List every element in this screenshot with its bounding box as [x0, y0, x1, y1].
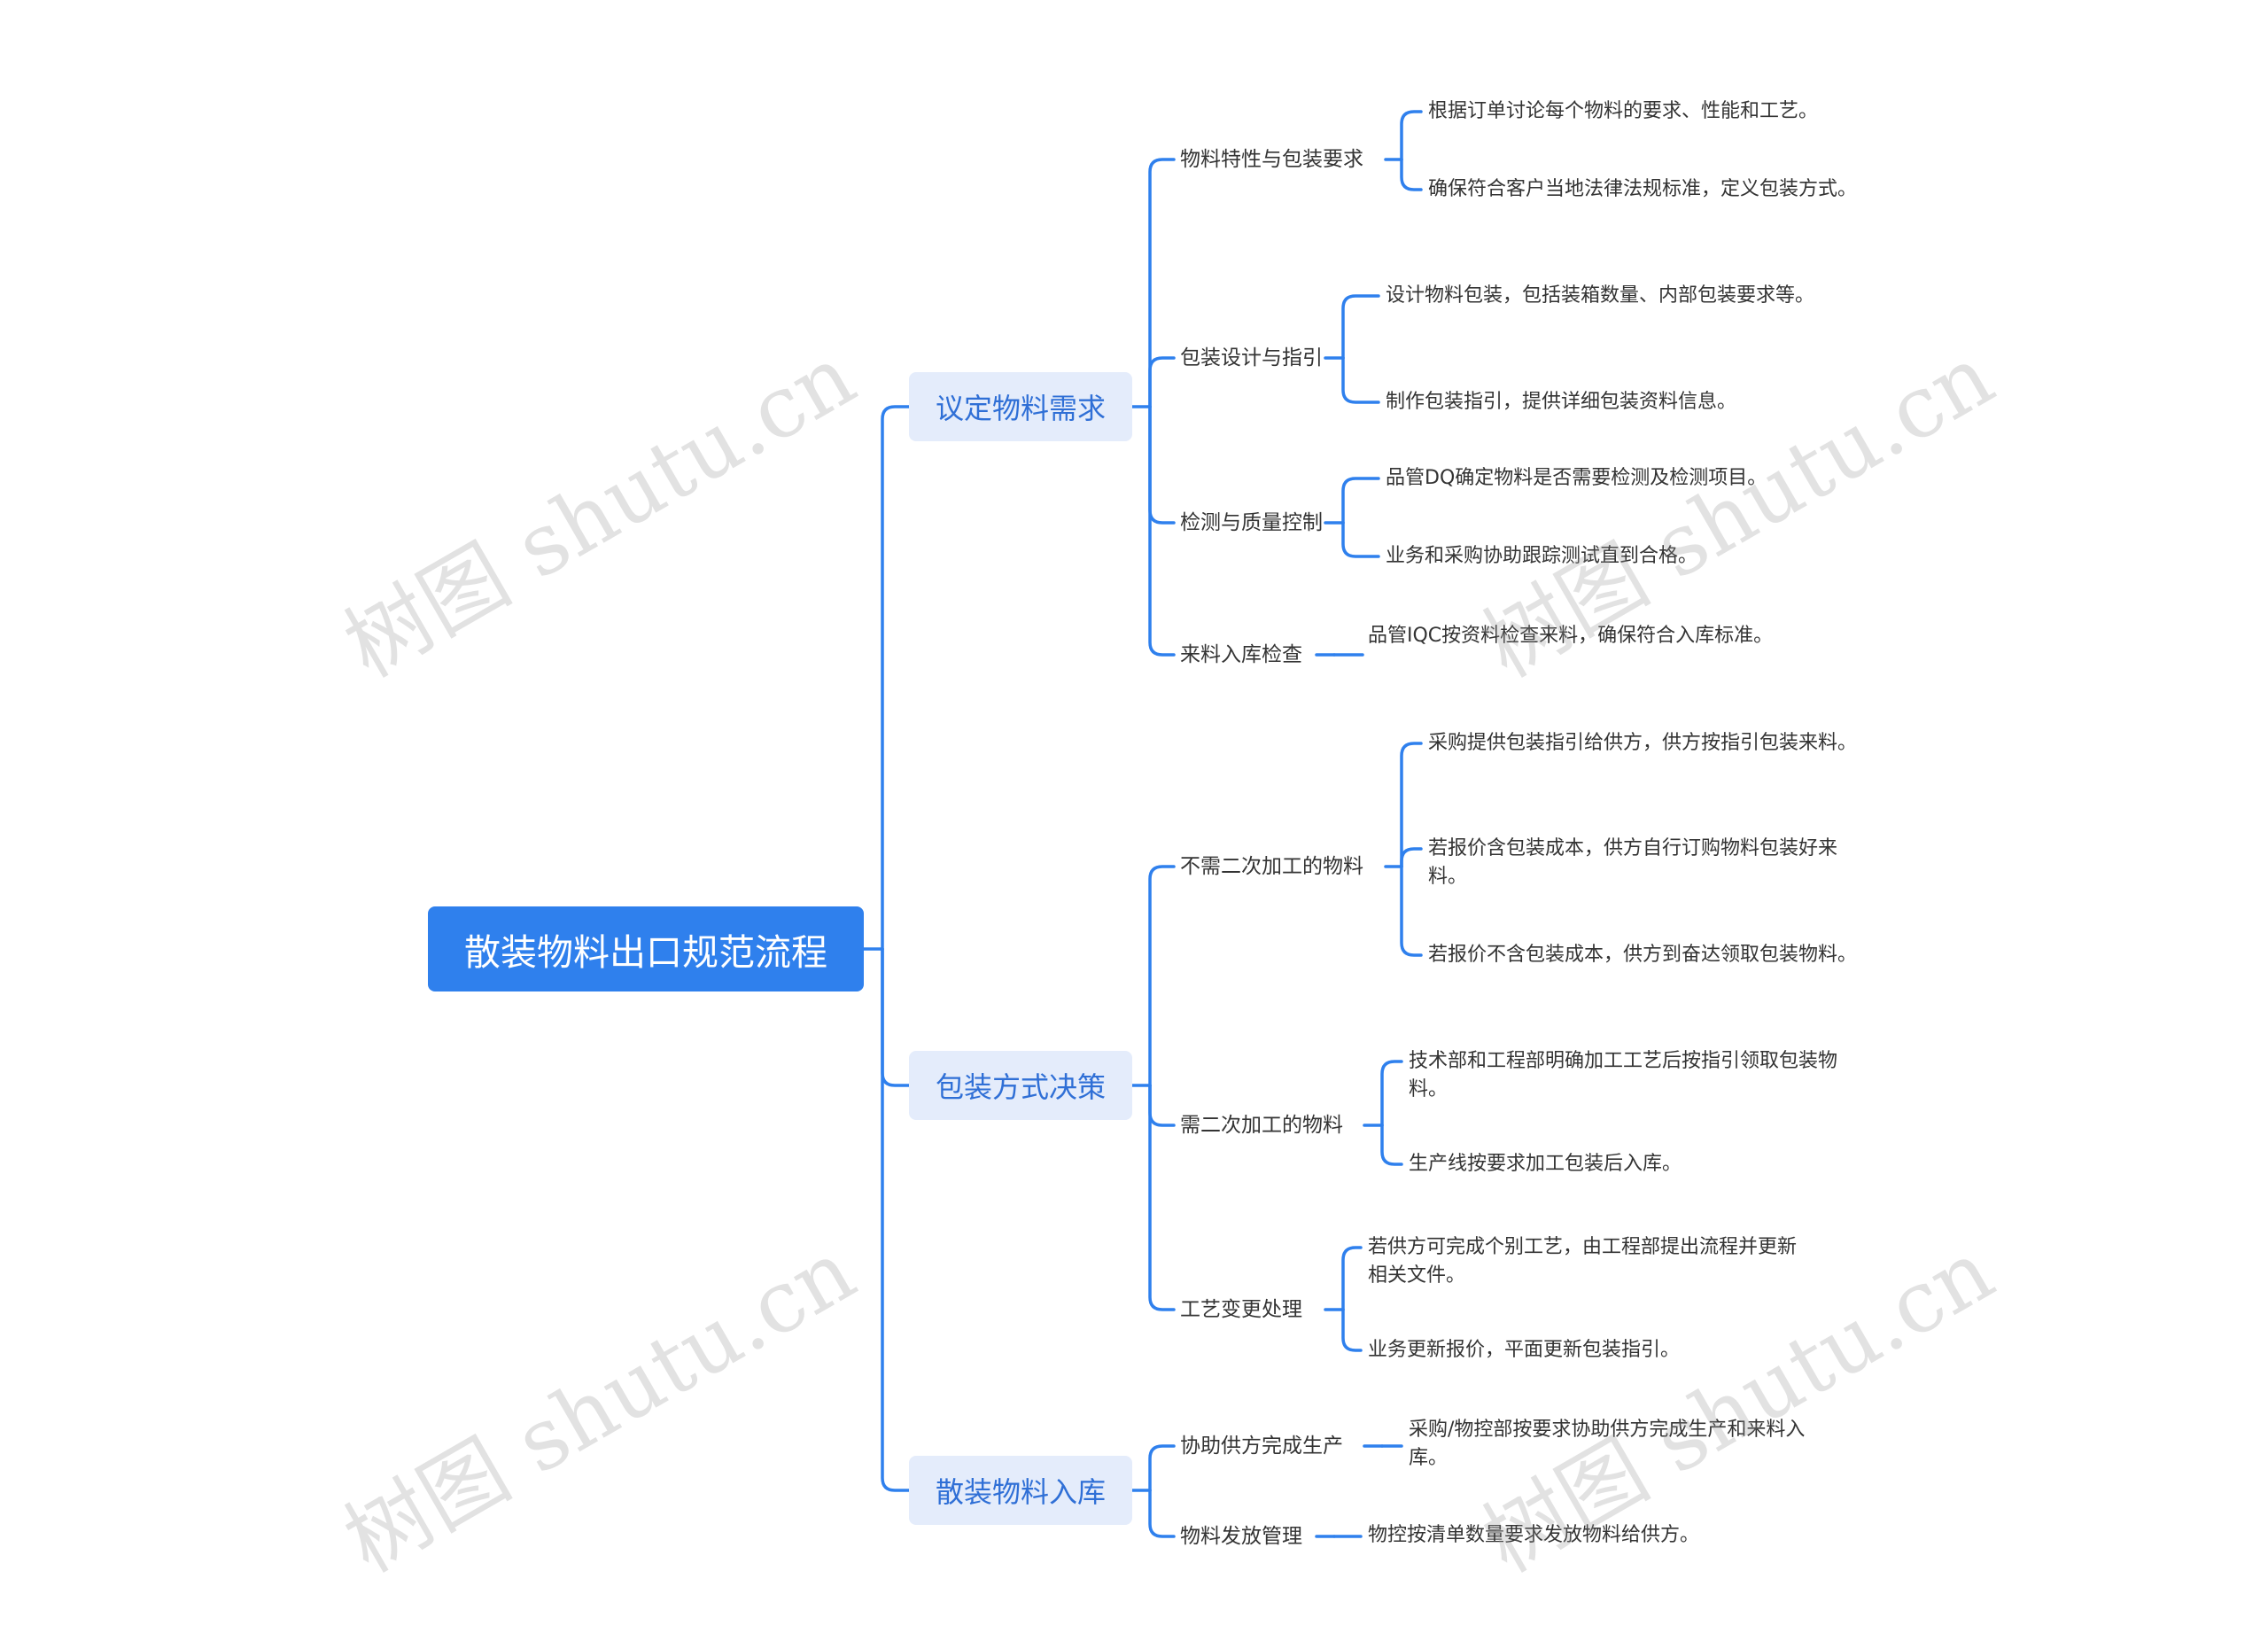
leaf-node: 若报价含包装成本，供方自行订购物料包装好来料。	[1428, 835, 1862, 891]
connector	[1148, 1084, 1176, 1311]
leaf-node: 制作包装指引，提供详细包装资料信息。	[1386, 388, 1829, 416]
leaf-label: 若供方可完成个别工艺，由工程部提出流程并更新相关文件。	[1368, 1236, 1798, 1287]
sub-label: 包装设计与指引	[1180, 346, 1323, 369]
leaf-node: 品管IQC按资料检查来料，确保符合入库标准。	[1368, 622, 1802, 650]
connector	[1148, 865, 1176, 1087]
sub-node[interactable]: 物料发放管理	[1180, 1523, 1302, 1550]
leaf-node: 确保符合客户当地法律法规标准，定义包装方式。	[1428, 175, 1862, 204]
connector	[1341, 521, 1380, 558]
leaf-label: 根据订单讨论每个物料的要求、性能和工艺。	[1428, 100, 1819, 122]
leaf-label: 生产线按要求加工包装后入库。	[1409, 1153, 1682, 1175]
sub-label: 物料发放管理	[1180, 1525, 1302, 1548]
connector	[1400, 865, 1423, 957]
sub-node[interactable]: 需二次加工的物料	[1180, 1112, 1343, 1139]
leaf-node: 根据订单讨论每个物料的要求、性能和工艺。	[1428, 97, 1871, 126]
leaf-label: 采购提供包装指引给供方，供方按指引包装来料。	[1428, 732, 1858, 754]
sub-node[interactable]: 协助供方完成生产	[1180, 1433, 1343, 1459]
branch-node[interactable]: 议定物料需求	[909, 372, 1132, 441]
leaf-label: 品管IQC按资料检查来料，确保符合入库标准。	[1368, 625, 1774, 647]
sub-node[interactable]: 来料入库检查	[1180, 642, 1302, 668]
sub-node[interactable]: 检测与质量控制	[1180, 509, 1323, 536]
leaf-node: 设计物料包装，包括装箱数量、内部包装要求等。	[1386, 282, 1820, 310]
sub-node[interactable]: 不需二次加工的物料	[1180, 853, 1363, 880]
connector	[1400, 158, 1423, 191]
leaf-node: 业务和采购协助跟踪测试直到合格。	[1386, 542, 1829, 571]
leaf-node: 物控按清单数量要求发放物料给供方。	[1368, 1521, 1811, 1550]
connector	[881, 947, 911, 1492]
sub-label: 检测与质量控制	[1180, 511, 1323, 534]
sub-label: 协助供方完成生产	[1180, 1435, 1343, 1458]
branch-node[interactable]: 散装物料入库	[909, 1456, 1132, 1525]
leaf-node: 品管DQ确定物料是否需要检测及检测项目。	[1386, 464, 1829, 493]
connector	[1148, 158, 1176, 408]
leaf-node: 采购/物控部按要求协助供方完成生产和来料入库。	[1409, 1416, 1843, 1473]
connector	[1148, 1084, 1176, 1127]
leaf-node: 若报价不含包装成本，供方到奋达领取包装物料。	[1428, 941, 1862, 969]
sub-label: 需二次加工的物料	[1180, 1114, 1343, 1137]
sub-label: 来料入库检查	[1180, 643, 1302, 666]
branch-label: 议定物料需求	[935, 392, 1106, 425]
connector	[1380, 1060, 1403, 1127]
connector	[881, 405, 911, 951]
leaf-node: 若供方可完成个别工艺，由工程部提出流程并更新相关文件。	[1368, 1233, 1802, 1290]
connector	[1148, 405, 1176, 657]
connector	[1380, 1124, 1403, 1166]
leaf-label: 确保符合客户当地法律法规标准，定义包装方式。	[1428, 178, 1858, 200]
root-node[interactable]: 散装物料出口规范流程	[428, 906, 864, 991]
branch-label: 散装物料入库	[935, 1475, 1106, 1509]
connector	[1148, 356, 1176, 408]
leaf-label: 业务和采购协助跟踪测试直到合格。	[1386, 545, 1698, 567]
leaf-label: 物控按清单数量要求发放物料给供方。	[1368, 1524, 1700, 1546]
leaf-label: 若报价含包装成本，供方自行订购物料包装好来料。	[1428, 837, 1838, 888]
connector	[1148, 1489, 1176, 1538]
sub-node[interactable]: 工艺变更处理	[1180, 1296, 1302, 1323]
sub-node[interactable]: 物料特性与包装要求	[1180, 146, 1363, 173]
sub-label: 物料特性与包装要求	[1180, 148, 1363, 171]
sub-label: 工艺变更处理	[1180, 1298, 1302, 1321]
root-label: 散装物料出口规范流程	[464, 931, 827, 974]
connector	[1341, 356, 1380, 404]
connector	[1148, 405, 1176, 525]
leaf-label: 制作包装指引，提供详细包装资料信息。	[1386, 391, 1737, 413]
sub-node[interactable]: 包装设计与指引	[1180, 345, 1323, 371]
leaf-label: 若报价不含包装成本，供方到奋达领取包装物料。	[1428, 944, 1858, 966]
leaf-label: 技术部和工程部明确加工工艺后按指引领取包装物料。	[1409, 1050, 1838, 1100]
branch-label: 包装方式决策	[935, 1070, 1106, 1104]
branch-node[interactable]: 包装方式决策	[909, 1051, 1132, 1120]
leaf-node: 采购提供包装指引给供方，供方按指引包装来料。	[1428, 729, 1862, 758]
leaf-label: 品管DQ确定物料是否需要检测及检测项目。	[1386, 467, 1767, 489]
connector	[1341, 294, 1380, 360]
connector	[1400, 110, 1423, 161]
leaf-node: 业务更新报价，平面更新包装指引。	[1368, 1336, 1802, 1365]
connector	[1400, 742, 1423, 868]
connector	[1341, 477, 1380, 525]
connector	[881, 947, 911, 1087]
connector	[1341, 1246, 1363, 1311]
connector	[1148, 1444, 1176, 1492]
leaf-label: 业务更新报价，平面更新包装指引。	[1368, 1339, 1681, 1361]
leaf-label: 设计物料包装，包括装箱数量、内部包装要求等。	[1386, 284, 1815, 307]
leaf-node: 生产线按要求加工包装后入库。	[1409, 1150, 1843, 1178]
connector	[1400, 847, 1423, 868]
connector	[1341, 1308, 1363, 1352]
sub-label: 不需二次加工的物料	[1180, 855, 1363, 878]
leaf-node: 技术部和工程部明确加工工艺后按指引领取包装物料。	[1409, 1047, 1843, 1104]
leaf-label: 采购/物控部按要求协助供方完成生产和来料入库。	[1409, 1419, 1806, 1469]
